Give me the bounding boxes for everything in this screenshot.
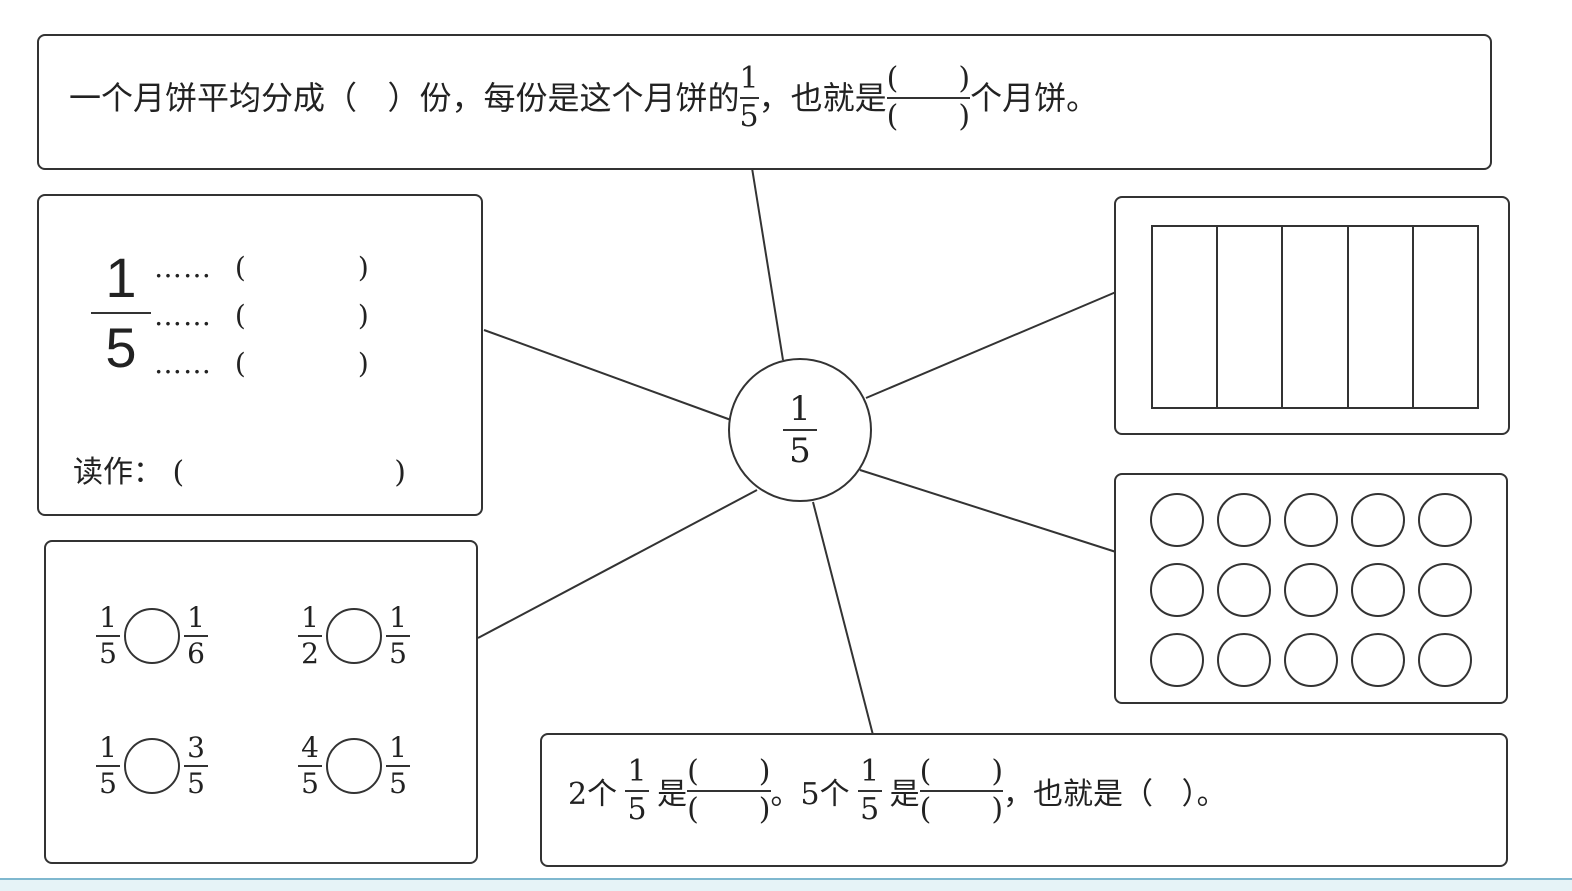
compare-box: 1 5 1 6 1 2 1 5 1 5 3 bbox=[44, 540, 478, 864]
top-blank-fraction[interactable]: ( ) ( ) bbox=[886, 61, 971, 134]
bottom-text-6: ）。 bbox=[1181, 777, 1227, 812]
circle-shading-box bbox=[1114, 473, 1508, 704]
meaning-blank-3[interactable]: ( ) bbox=[234, 347, 369, 380]
meaning-blank-2[interactable]: ( ) bbox=[234, 299, 369, 332]
meaning-row-3: …… ( ) bbox=[154, 347, 369, 380]
circle-item[interactable] bbox=[1351, 633, 1405, 687]
top-text-2: ）份，每份是这个月饼的 bbox=[387, 79, 740, 117]
circle-item[interactable] bbox=[1217, 563, 1271, 617]
meaning-blank-1[interactable]: ( ) bbox=[234, 251, 369, 284]
meaning-row-2: …… ( ) bbox=[154, 299, 369, 332]
top-question-box: 一个月饼平均分成（ ）份，每份是这个月饼的 1 5 ，也就是 ( ) ( ) 个… bbox=[37, 34, 1492, 170]
bottom-blank-answer[interactable] bbox=[1153, 774, 1182, 809]
top-text-4: 个月饼。 bbox=[970, 79, 1099, 117]
read-as-label: 读作： bbox=[73, 455, 163, 490]
strip-2[interactable] bbox=[1218, 227, 1284, 407]
circle-item[interactable] bbox=[1284, 633, 1338, 687]
circle-item[interactable] bbox=[1217, 493, 1271, 547]
circle-grid bbox=[1150, 493, 1472, 687]
circle-item[interactable] bbox=[1351, 493, 1405, 547]
rectangle-strips bbox=[1151, 225, 1479, 409]
circle-item[interactable] bbox=[1284, 563, 1338, 617]
bottom-text-1: 2个 bbox=[568, 777, 618, 812]
line-bottom bbox=[812, 501, 874, 736]
circle-item[interactable] bbox=[1351, 563, 1405, 617]
circle-item[interactable] bbox=[1418, 633, 1472, 687]
read-as-blank[interactable]: ( ) bbox=[172, 455, 406, 490]
circle-item[interactable] bbox=[1150, 633, 1204, 687]
compare-item-4: 4 5 1 5 bbox=[298, 734, 410, 798]
bottom-band bbox=[0, 878, 1572, 891]
bottom-text-4: 是 bbox=[889, 777, 920, 812]
line-right-upper bbox=[865, 291, 1117, 399]
compare-item-2: 1 2 1 5 bbox=[298, 604, 410, 668]
left-meaning-box: 1 5 …… ( ) …… ( ) …… ( ) 读作： ( ) bbox=[37, 194, 483, 516]
circle-item[interactable] bbox=[1217, 633, 1271, 687]
compare-circle-1[interactable] bbox=[124, 608, 180, 664]
circle-item[interactable] bbox=[1418, 493, 1472, 547]
circle-item[interactable] bbox=[1284, 493, 1338, 547]
line-right-lower bbox=[859, 469, 1117, 553]
line-top bbox=[751, 167, 784, 361]
top-text-3: ，也就是 bbox=[758, 79, 887, 117]
strip-4[interactable] bbox=[1349, 227, 1414, 407]
top-text-1: 一个月饼平均分成（ bbox=[69, 79, 358, 117]
meaning-row-1: …… ( ) bbox=[154, 251, 369, 284]
read-as-row: 读作： ( ) bbox=[73, 458, 406, 488]
big-fraction: 1 5 bbox=[91, 250, 151, 376]
circle-item[interactable] bbox=[1150, 563, 1204, 617]
center-fraction: 1 5 bbox=[783, 392, 817, 468]
bottom-fraction-2: 1 5 bbox=[857, 757, 882, 825]
circle-item[interactable] bbox=[1418, 563, 1472, 617]
bottom-text-3: 。5个 bbox=[770, 777, 850, 812]
strip-3[interactable] bbox=[1283, 227, 1349, 407]
top-question-line: 一个月饼平均分成（ ）份，每份是这个月饼的 1 5 ，也就是 ( ) ( ) 个… bbox=[69, 64, 1098, 132]
bottom-blank-fraction-1[interactable]: ( ) ( ) bbox=[687, 754, 771, 827]
center-circle: 1 5 bbox=[728, 358, 872, 502]
compare-circle-2[interactable] bbox=[326, 608, 382, 664]
circle-item[interactable] bbox=[1150, 493, 1204, 547]
bottom-text-2: 是 bbox=[657, 777, 688, 812]
line-left-lower bbox=[477, 489, 758, 639]
strip-5[interactable] bbox=[1414, 227, 1477, 407]
rectangle-shading-box bbox=[1114, 196, 1510, 435]
bottom-question-line: 2个 1 5 是 ( ) ( ) 。5个 1 5 是 ( ) ( ) ，也就是（… bbox=[568, 757, 1227, 825]
strip-1[interactable] bbox=[1153, 227, 1219, 407]
compare-item-1: 1 5 1 6 bbox=[96, 604, 208, 668]
compare-circle-3[interactable] bbox=[124, 738, 180, 794]
top-fraction: 1 5 bbox=[739, 61, 759, 134]
bottom-text-5: ，也就是（ bbox=[1003, 777, 1154, 812]
bottom-fraction-1: 1 5 bbox=[625, 757, 650, 825]
bottom-question-box: 2个 1 5 是 ( ) ( ) 。5个 1 5 是 ( ) ( ) ，也就是（… bbox=[540, 733, 1508, 867]
compare-circle-4[interactable] bbox=[326, 738, 382, 794]
bottom-blank-fraction-2[interactable]: ( ) ( ) bbox=[919, 754, 1004, 827]
line-left-upper bbox=[483, 329, 732, 421]
compare-item-3: 1 5 3 5 bbox=[96, 734, 208, 798]
